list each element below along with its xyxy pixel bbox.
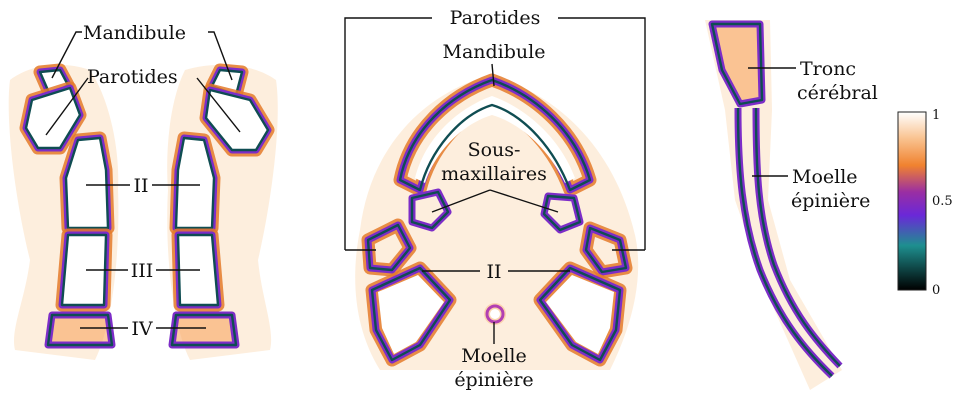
center-label-moelle: Moelle [461,345,527,367]
colorbar-tick-mid: 0.5 [932,194,953,209]
right-label-moelle: Moelle [792,166,858,188]
right-label-tronc: Tronc [800,58,856,80]
center-spinal-cord [484,303,506,325]
center-label-mandibule: Mandibule [443,41,546,63]
center-panel: Parotides Mandibule Sous- maxillaires II… [345,7,645,391]
left-label-level-iv: IV [131,318,153,340]
colorbar-gradient [898,112,926,290]
right-label-epiniere: épinière [791,190,870,212]
right-label-cerebral: cérébral [797,82,878,104]
left-label-level-ii: II [133,175,148,197]
left-label-level-iii: III [131,260,154,282]
colorbar-tick-min: 0 [932,283,940,298]
left-label-parotides: Parotides [87,66,178,88]
left-label-mandibule: Mandibule [83,22,186,44]
center-label-maxillaires: maxillaires [441,163,547,185]
right-brainstem [712,24,762,104]
colorbar-tick-max: 1 [932,108,940,123]
colorbar: 1 0.5 0 [898,108,953,298]
center-label-sous: Sous- [468,139,521,161]
center-label-parotides: Parotides [450,7,541,29]
center-label-epiniere: épinière [454,369,533,391]
right-panel: Tronc cérébral Moelle épinière [705,20,878,390]
center-label-level-ii: II [486,261,501,283]
left-panel: Mandibule Parotides II III IV [9,22,278,360]
